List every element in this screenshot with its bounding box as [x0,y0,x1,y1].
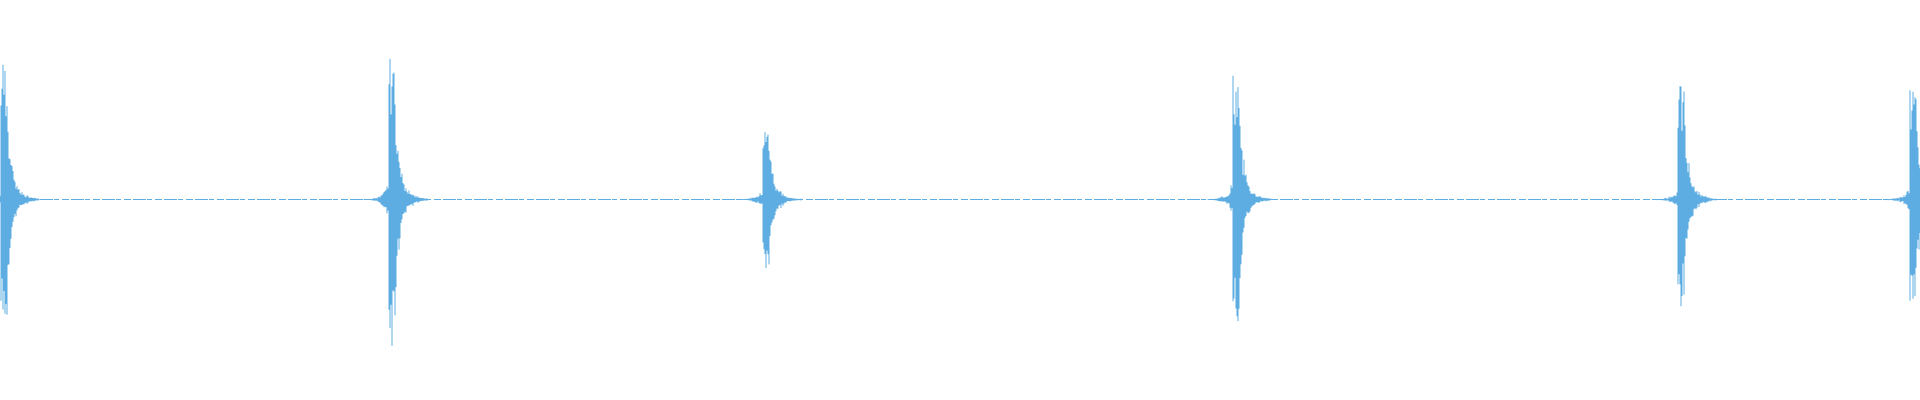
waveform-transient-6 [1884,90,1920,301]
waveform-transient-5 [1652,86,1717,307]
waveform-transient-3-trace [737,132,802,268]
waveform-transient-6-trace [1884,90,1920,301]
waveform-transient-3 [737,132,802,268]
waveform-transient-1 [0,64,40,315]
waveform-transient-2 [363,58,428,346]
waveform-transient-5-trace [1652,86,1717,307]
waveform-transient-1-trace [0,64,40,315]
waveform-transients [0,58,1920,346]
waveform-transient-2-trace [363,58,428,346]
waveform-transient-4 [1207,75,1272,322]
waveform-transient-4-trace [1207,75,1272,322]
